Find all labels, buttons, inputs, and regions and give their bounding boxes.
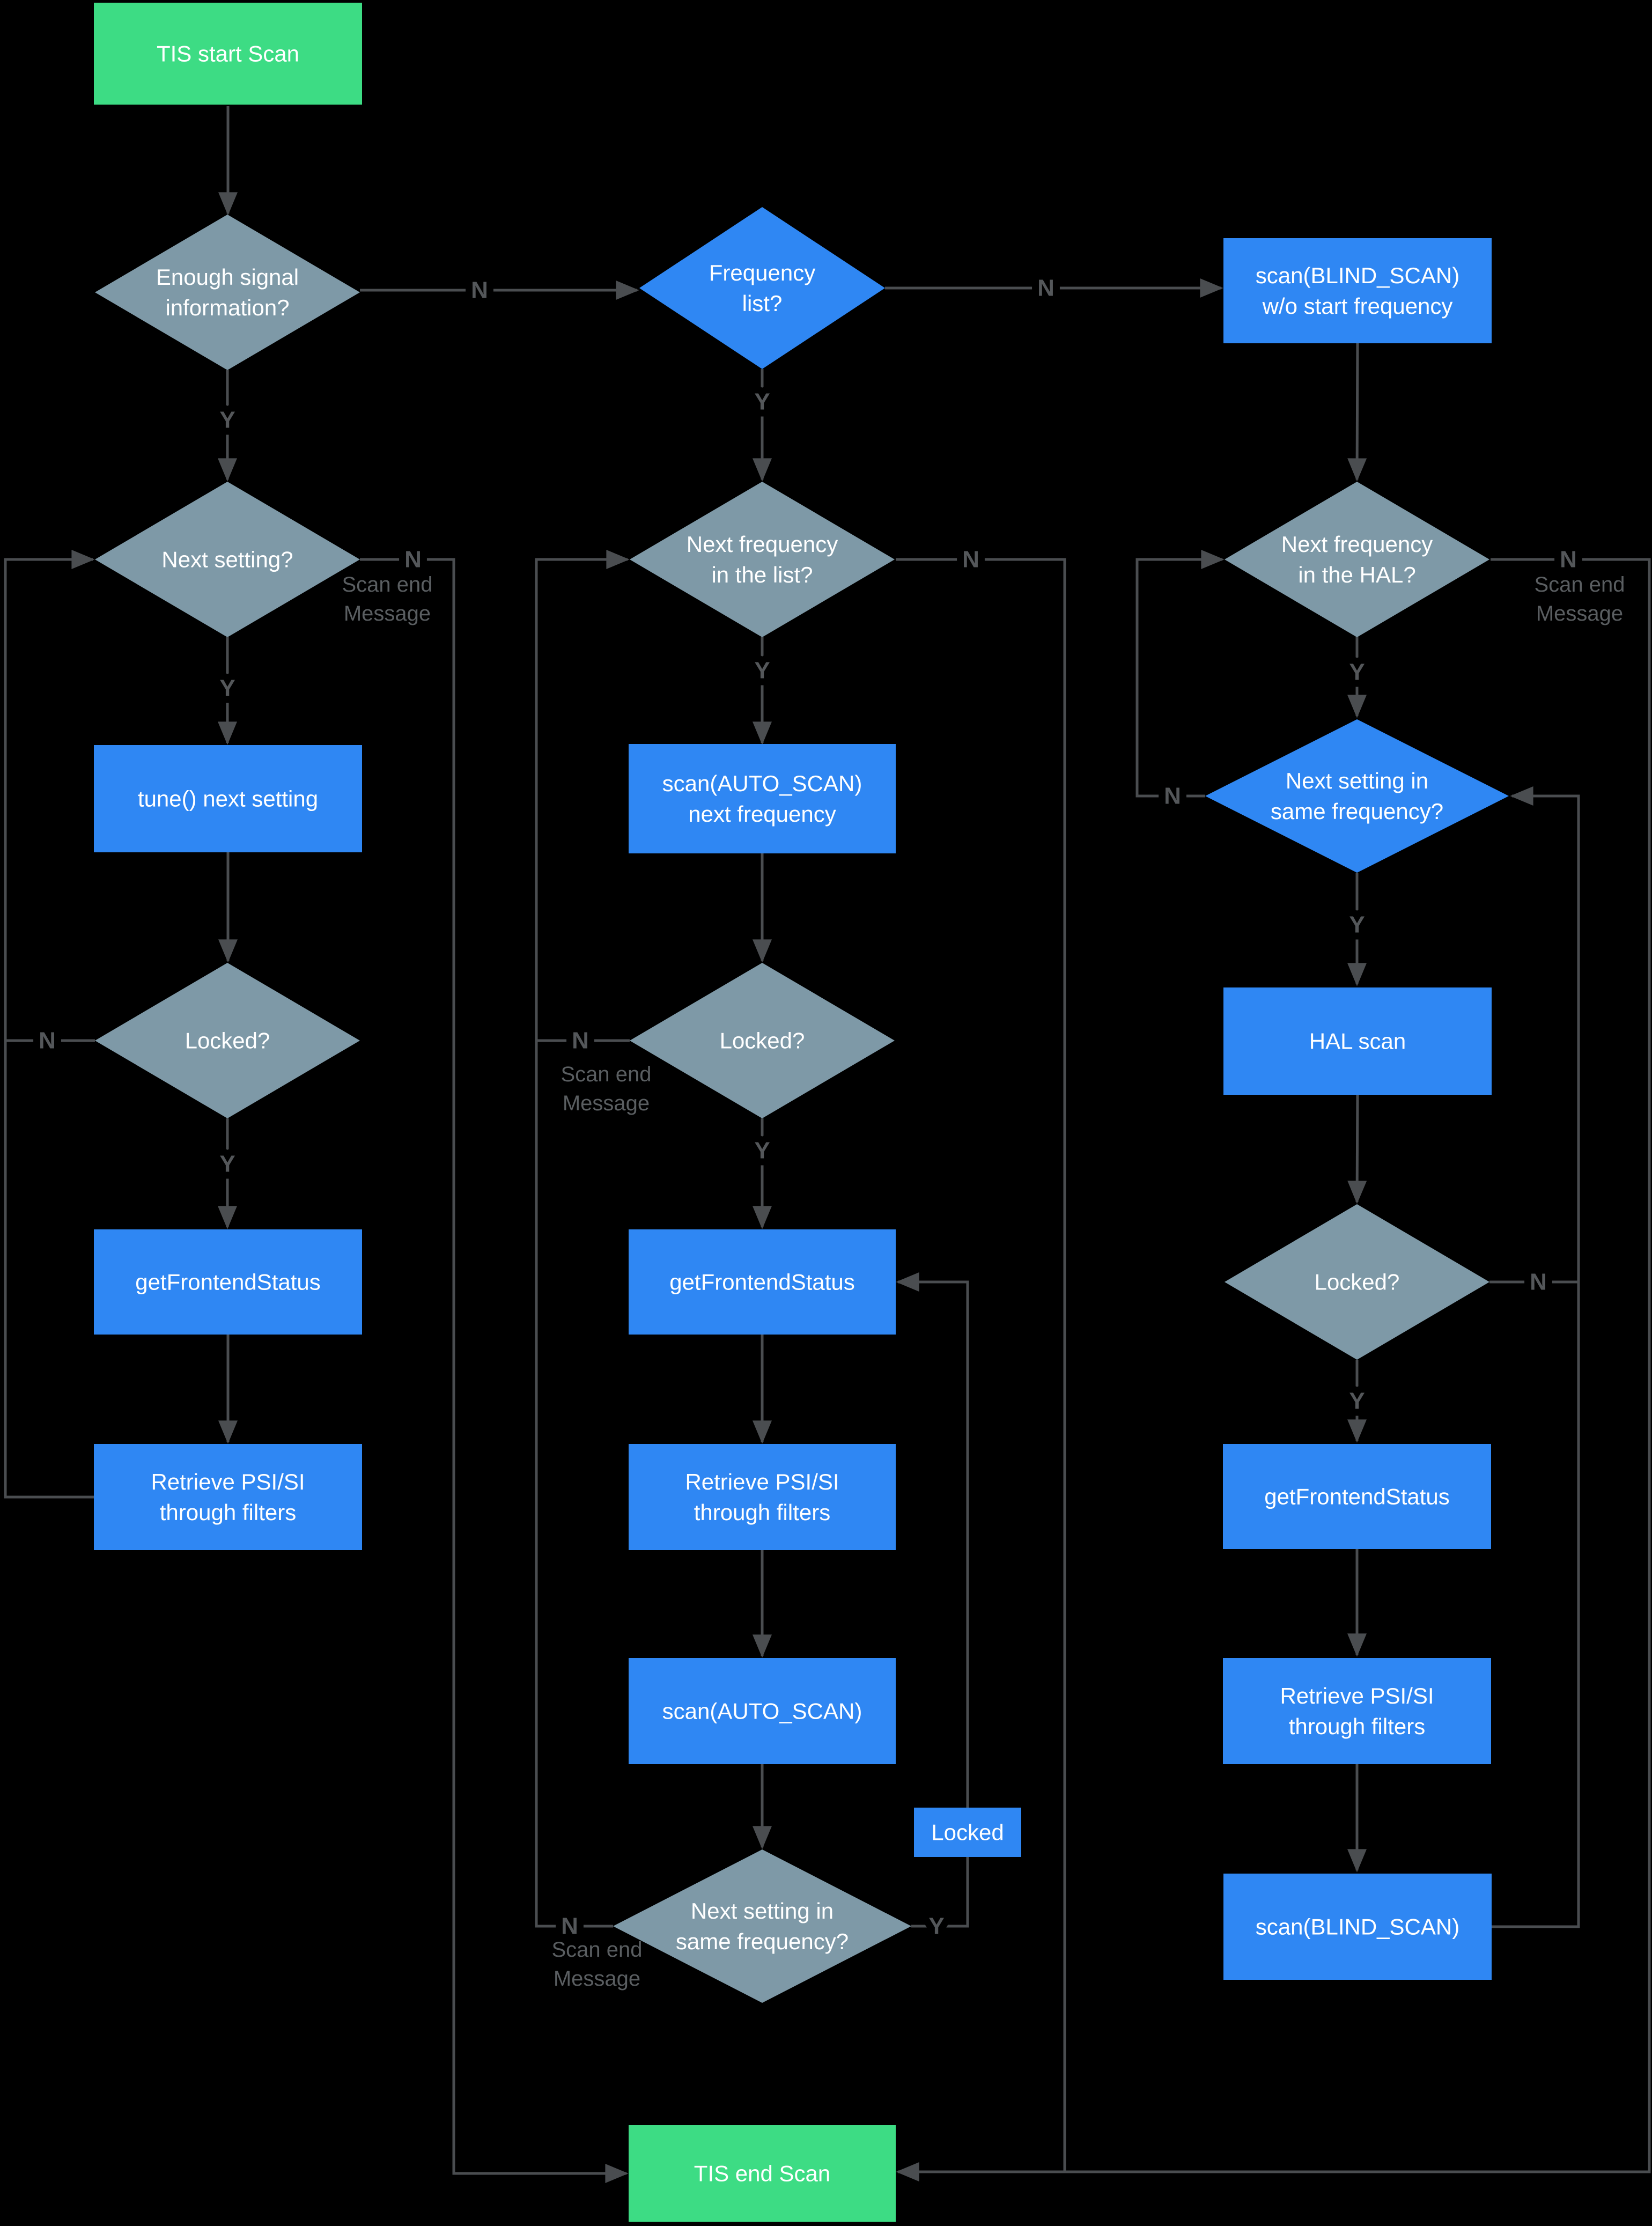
node-label-scan-auto: scan(AUTO_SCAN) (662, 1699, 862, 1724)
node-next-frequency-in-hal (1225, 482, 1489, 637)
edge-hal-scan-to-locked-right (1347, 1094, 1367, 1204)
node-label-tis-start-scan: TIS start Scan (157, 41, 299, 67)
node-label-get-frontend-status-right: getFrontendStatus (1264, 1484, 1450, 1509)
edge-next-freq-list-n-down (896, 558, 1066, 2172)
node-label-tune-next-setting: tune() next setting (138, 786, 318, 812)
node-label-locked-right: Locked? (1315, 1270, 1400, 1295)
node-tis-start-scan (94, 3, 362, 105)
node-next-frequency-in-list (630, 482, 895, 637)
label-y-next-setting-same-right: Y (1349, 912, 1365, 938)
node-locked-middle (630, 963, 895, 1118)
node-tis-end-scan (629, 2125, 896, 2222)
node-locked-left (95, 963, 360, 1118)
node-locked-tag (914, 1808, 1021, 1857)
label-n-next-setting-same-right: N (1164, 783, 1181, 809)
label-y-locked-right: Y (1349, 1388, 1365, 1414)
node-label-locked-tag: Locked (931, 1820, 1004, 1845)
node-retrieve-psi-si-middle (629, 1444, 896, 1550)
label-n-enough: N (471, 277, 488, 304)
label-n-locked-right: N (1530, 1269, 1547, 1295)
node-scan-auto-next-frequency (629, 744, 896, 853)
label-n-next-freq-list: N (962, 547, 979, 573)
node-hal-scan (1223, 987, 1492, 1095)
node-label-hal-scan: HAL scan (1309, 1029, 1406, 1054)
node-label-scan-blind: scan(BLIND_SCAN) (1256, 1914, 1459, 1940)
edge-next-setting-same-right-n-loop (1135, 550, 1225, 798)
edge-psi-left-loop-to-next-setting (4, 550, 95, 1499)
node-retrieve-psi-si-right (1223, 1658, 1491, 1764)
node-label-scan-auto-next-frequency: scan(AUTO_SCAN)next frequency (662, 771, 862, 827)
label-y-next-setting-same-middle: Y (928, 1913, 944, 1940)
edge-locked-y-loop-to-gfs-middle (896, 1272, 969, 1928)
label-n-next-setting-same-middle: N (561, 1913, 578, 1940)
edge-next-setting-same-n-loop-up (535, 550, 630, 1928)
node-get-frontend-status-middle (629, 1229, 896, 1335)
node-label-next-setting: Next setting? (161, 547, 293, 572)
node-label-scan-blind-wo-start-frequency: scan(BLIND_SCAN)w/o start frequency (1256, 263, 1459, 319)
label-y-locked-middle: Y (754, 1138, 770, 1164)
node-get-frontend-status-right (1223, 1444, 1491, 1549)
label-y-locked-left: Y (219, 1151, 235, 1177)
node-label-locked-middle: Locked? (720, 1028, 805, 1053)
node-label-get-frontend-status-middle: getFrontendStatus (669, 1270, 855, 1295)
label-y-hal: Y (1349, 659, 1365, 686)
label-n-hal: N (1560, 547, 1577, 573)
edge-next-setting-n-to-end (360, 558, 629, 2183)
label-n-frequency-list: N (1037, 275, 1054, 301)
node-retrieve-psi-si-left (94, 1444, 362, 1550)
label-n-next-setting: N (404, 547, 422, 573)
label-n-locked-left: N (39, 1028, 56, 1054)
edge-scan-blind-wo-to-hal-diamond (1347, 343, 1367, 482)
node-locked-right (1225, 1204, 1489, 1360)
edge-hal-n-scan-end-to-end (896, 558, 1651, 2181)
node-get-frontend-status-left (94, 1229, 362, 1335)
node-frequency-list (639, 207, 885, 369)
label-n-locked-middle: N (572, 1028, 589, 1054)
node-label-tis-end-scan: TIS end Scan (694, 2161, 830, 2186)
node-label-locked-left: Locked? (185, 1028, 270, 1053)
edge-scan-blind-loop-up (1492, 786, 1580, 1928)
node-enough-signal-information (95, 215, 360, 370)
node-next-setting (95, 482, 360, 637)
node-scan-blind (1223, 1874, 1492, 1980)
label-y-frequency-list: Y (754, 389, 770, 415)
node-scan-auto (629, 1658, 896, 1764)
node-tune-next-setting (94, 745, 362, 852)
node-scan-blind-wo-start-frequency (1223, 238, 1492, 343)
label-y-enough: Y (219, 407, 235, 433)
node-next-setting-same-frequency-right (1205, 719, 1509, 873)
node-label-get-frontend-status-left: getFrontendStatus (135, 1270, 321, 1295)
node-next-setting-same-frequency-middle (613, 1849, 911, 2003)
label-y-next-setting: Y (219, 675, 235, 702)
label-y-next-freq-list: Y (754, 658, 770, 684)
edge-layer (4, 106, 1651, 2183)
